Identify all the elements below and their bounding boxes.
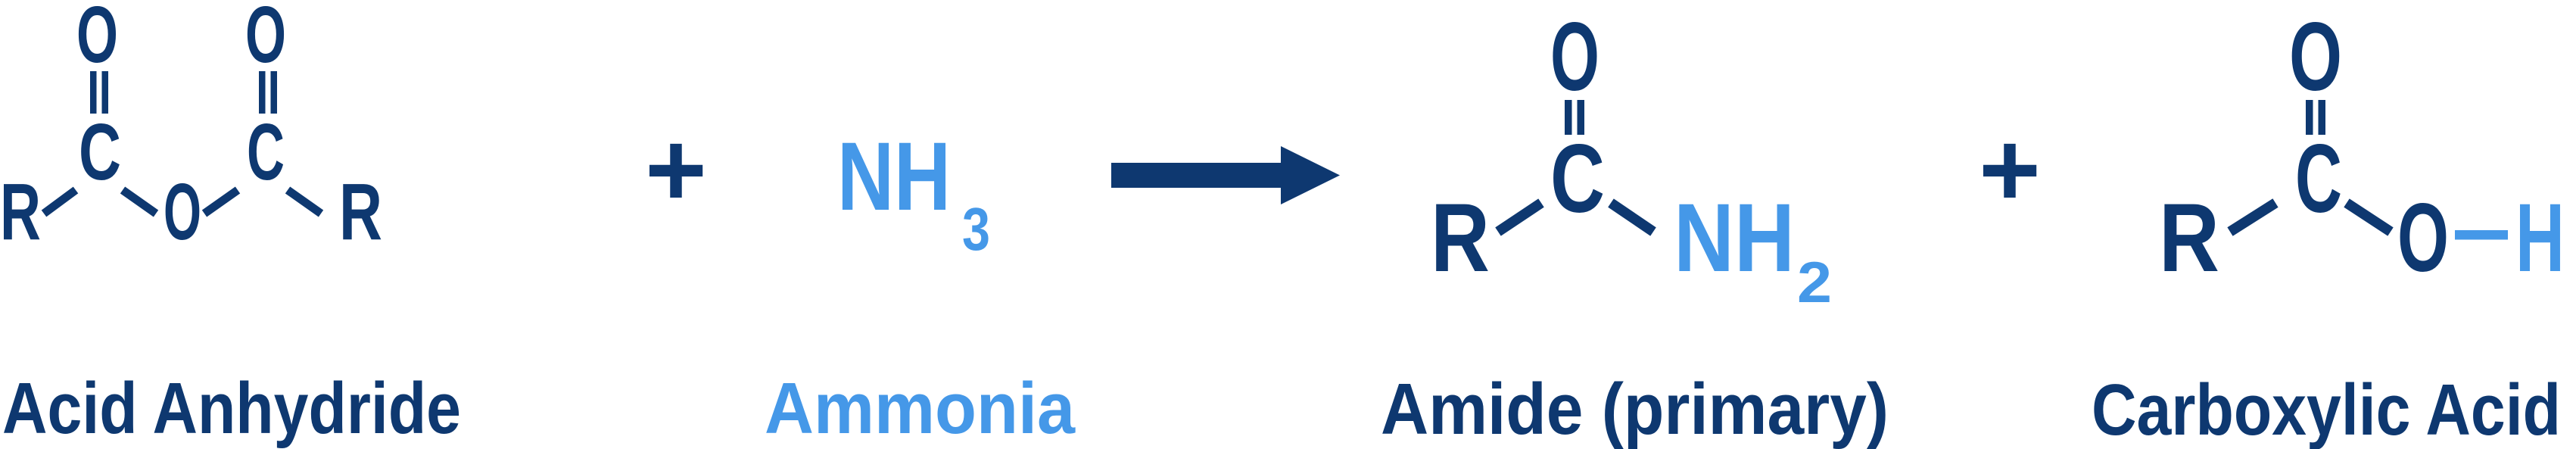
- amide-nh-group: NH: [1674, 184, 1795, 292]
- acid-atom-o-right: O: [2397, 184, 2449, 292]
- molecule-carboxylic-acid: R C O O H Carboxylic Acid: [2092, 3, 2565, 449]
- bond-ocenter-c2: [201, 186, 241, 217]
- arrow-shaft: [1111, 163, 1284, 188]
- label-ammonia: Ammonia: [765, 368, 1076, 449]
- amide-atom-c: C: [1550, 125, 1605, 233]
- double-bond-amide-line1: [1565, 100, 1572, 135]
- molecule-ammonia: NH 3 Ammonia: [765, 123, 1076, 449]
- molecule-amide: R C O NH 2 Amide (primary): [1381, 3, 1889, 449]
- bond-c1-ocenter: [120, 186, 159, 217]
- anhydride-atom-o-center: O: [164, 167, 201, 257]
- ammonia-subscript: 3: [962, 195, 990, 263]
- plus-icon-2: +: [1979, 110, 2041, 229]
- bond-acid-c-o: [2344, 198, 2394, 236]
- anhydride-atom-r1: R: [0, 167, 41, 257]
- bond-amide-c-nh2: [1608, 198, 1656, 236]
- acid-atom-r: R: [2159, 184, 2219, 292]
- double-bond-c1-o1-line1: [90, 71, 97, 114]
- bond-c2-r2: [285, 186, 324, 217]
- double-bond-acid-line1: [2306, 100, 2313, 135]
- label-carboxylic-acid: Carboxylic Acid: [2092, 369, 2561, 449]
- label-acid-anhydride: Acid Anhydride: [2, 368, 461, 449]
- label-amide-primary: Amide (primary): [1381, 369, 1889, 449]
- double-bond-c2-o2-line1: [259, 71, 266, 114]
- amide-atom-r: R: [1431, 184, 1490, 292]
- double-bond-c2-o2-line2: [270, 71, 277, 114]
- anhydride-atom-c2: C: [247, 108, 285, 197]
- bond-amide-r-c: [1495, 198, 1544, 236]
- acid-atom-h: H: [2515, 184, 2565, 292]
- acid-atom-c: C: [2295, 125, 2342, 233]
- double-bond-amide-line2: [1577, 100, 1584, 135]
- arrow-head: [1281, 146, 1340, 204]
- reaction-arrow-icon: [1111, 146, 1340, 204]
- anhydride-atom-r2: R: [339, 167, 382, 257]
- double-bond-acid-line2: [2318, 100, 2325, 135]
- double-bond-c1-o1-line2: [101, 71, 108, 114]
- bond-acid-o-h: [2455, 230, 2508, 240]
- amide-nh-subscript: 2: [1797, 251, 1832, 315]
- anhydride-atom-o1-top: O: [76, 0, 118, 80]
- ammonia-formula: NH: [837, 123, 951, 231]
- anhydride-atom-o2-top: O: [245, 0, 286, 80]
- plus-icon: +: [645, 110, 707, 229]
- bond-acid-r-c: [2227, 198, 2279, 236]
- molecule-acid-anhydride: R C O O C O R Acid Anhydride: [0, 0, 461, 449]
- anhydride-atom-c1: C: [79, 108, 121, 197]
- acid-atom-o-top: O: [2289, 3, 2342, 111]
- amide-atom-o-top: O: [1550, 3, 1599, 111]
- bond-r1-c1: [41, 186, 79, 217]
